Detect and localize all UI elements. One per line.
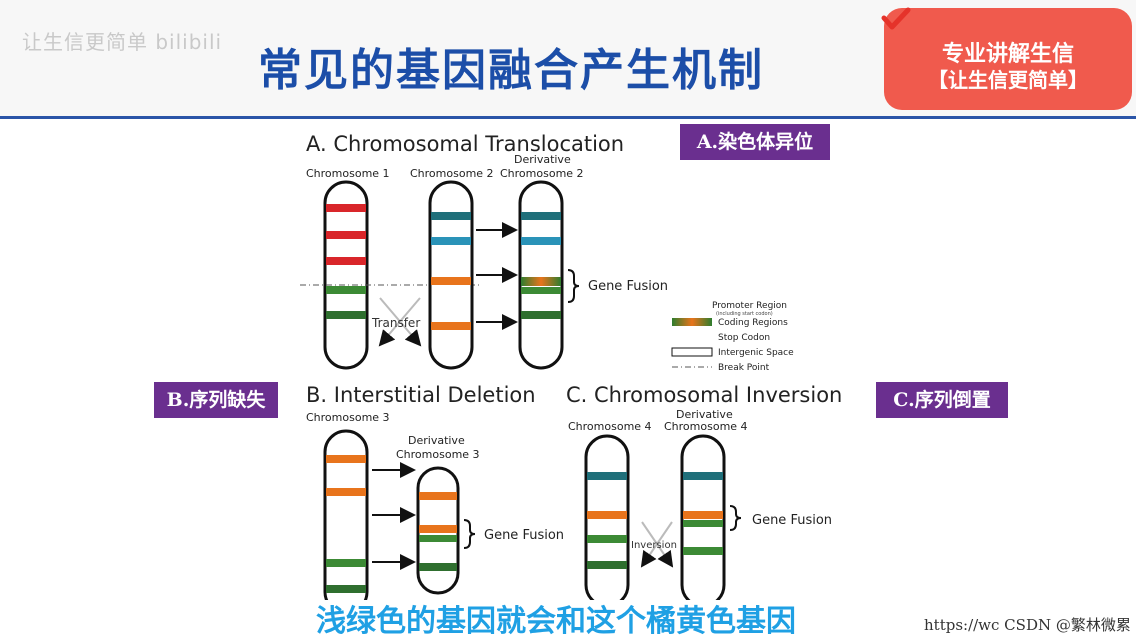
legend-promoter: Promoter Region	[712, 301, 787, 311]
source-credit: https://wc CSDN @繁林微累	[924, 616, 1131, 634]
gene-fusion-c: Gene Fusion	[752, 513, 832, 528]
transfer-label: Transfer	[371, 316, 420, 330]
badge-line-1: 专业讲解生信	[941, 42, 1074, 67]
chromosome-1	[300, 180, 480, 370]
chr2-label: Chromosome 2	[410, 167, 494, 180]
tag-inversion: C.序列倒置	[876, 382, 1008, 418]
chromosome-3	[323, 429, 369, 600]
tag-deletion: B.序列缺失	[154, 382, 278, 418]
derivative-a-line1: Derivative	[514, 153, 571, 166]
video-subtitle: 浅绿色的基因就会和这个橘黄色基因	[316, 604, 796, 639]
chr4-label: Chromosome 4	[568, 420, 652, 433]
slide-title: 常见的基因融合产生机制	[258, 45, 764, 96]
legend-intergenic: Intergenic Space	[718, 348, 794, 358]
derivative-chromosome-2	[518, 180, 564, 370]
panel-b-title: B. Interstitial Deletion	[306, 383, 536, 407]
watermark: 让生信更简单 bilibili	[22, 30, 223, 54]
gene-fusion-a: Gene Fusion	[588, 279, 668, 294]
legend: Promoter Region (including start codon) …	[671, 301, 794, 373]
inversion-arrows	[640, 521, 674, 568]
legend-promoter-sub: (including start codon)	[716, 311, 773, 317]
derivative-a-line2: Chromosome 2	[500, 167, 584, 180]
gene-fusion-diagram: A. Chromosomal Translocation Chromosome …	[300, 132, 842, 600]
panel-c-title: C. Chromosomal Inversion	[566, 383, 842, 407]
derivative-chromosome-3	[416, 466, 460, 595]
chr1-label: Chromosome 1	[306, 167, 390, 180]
legend-stop: Stop Codon	[718, 333, 770, 343]
legend-coding: Coding Regions	[718, 318, 788, 328]
badge-line-2: 【让生信更简单】	[928, 68, 1088, 92]
derivative-c-line1: Derivative	[676, 408, 733, 421]
brace-a	[567, 269, 580, 303]
brace-c	[729, 505, 742, 531]
gene-fusion-b: Gene Fusion	[484, 528, 564, 543]
brace-b	[463, 519, 476, 549]
derivative-b-line2: Chromosome 3	[396, 448, 480, 461]
chromosome-2	[428, 180, 474, 370]
channel-badge: 专业讲解生信 【让生信更简单】	[884, 8, 1132, 110]
transfer-arrows	[378, 297, 422, 347]
check-icon	[881, 7, 911, 30]
inversion-label: Inversion	[631, 540, 677, 551]
tag-translocation: A.染色体异位	[680, 124, 830, 160]
derivative-c-line2: Chromosome 4	[664, 420, 748, 433]
derivative-chromosome-4	[680, 434, 726, 600]
chromosome-4	[584, 434, 630, 600]
legend-break: Break Point	[718, 363, 770, 373]
header-divider	[0, 116, 1136, 119]
panel-a-title: A. Chromosomal Translocation	[306, 132, 624, 156]
chr3-label: Chromosome 3	[306, 411, 390, 424]
derivative-b-line1: Derivative	[408, 434, 465, 447]
